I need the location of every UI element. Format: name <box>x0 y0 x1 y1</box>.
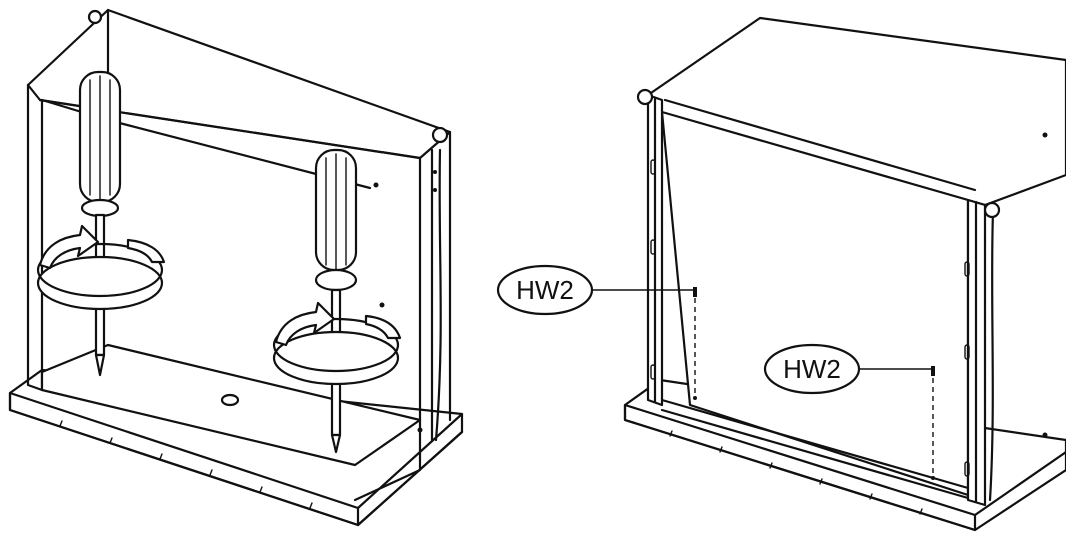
hole <box>220 393 240 407</box>
rotation-arrow-icon <box>272 301 402 386</box>
hw2-callout-right: HW2 <box>763 343 933 395</box>
right-cabinet <box>623 16 1066 532</box>
screwdriver-icon <box>78 70 122 377</box>
right-right-frame <box>964 132 1048 507</box>
rotation-arrow-icon <box>36 224 166 311</box>
left-base-ticks <box>59 420 313 509</box>
left-cabinet <box>8 8 464 527</box>
left-side-frame <box>26 8 110 392</box>
hw2-label: HW2 <box>783 354 841 384</box>
screw-icon <box>931 366 935 480</box>
left-right-frame <box>353 126 452 502</box>
hw2-label: HW2 <box>516 275 574 305</box>
right-left-frame <box>636 88 664 407</box>
hw2-callout-left: HW2 <box>496 264 694 316</box>
screw-icon <box>693 287 697 400</box>
